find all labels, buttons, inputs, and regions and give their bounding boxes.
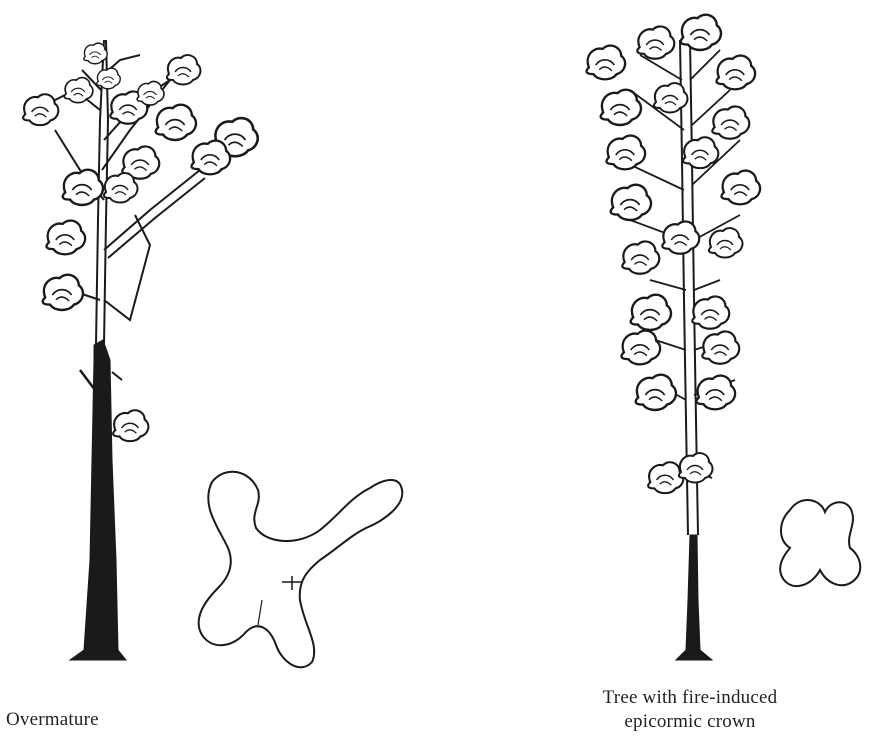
caption-epicormic-crown: Tree with fire-induced epicormic crown: [520, 686, 860, 734]
caption-overmature: Overmature: [6, 708, 99, 732]
overmature-tree-illustration: [23, 40, 258, 660]
epicormic-tree-illustration: [587, 15, 761, 660]
caption-epicormic-line2: epicormic crown: [520, 710, 860, 734]
epicormic-crown-projection-outline: [780, 500, 860, 586]
overmature-trunk: [70, 340, 126, 660]
epicormic-trunk: [676, 535, 712, 660]
caption-epicormic-line1: Tree with fire-induced: [520, 686, 860, 710]
overmature-crown-projection-outline: [199, 472, 403, 668]
